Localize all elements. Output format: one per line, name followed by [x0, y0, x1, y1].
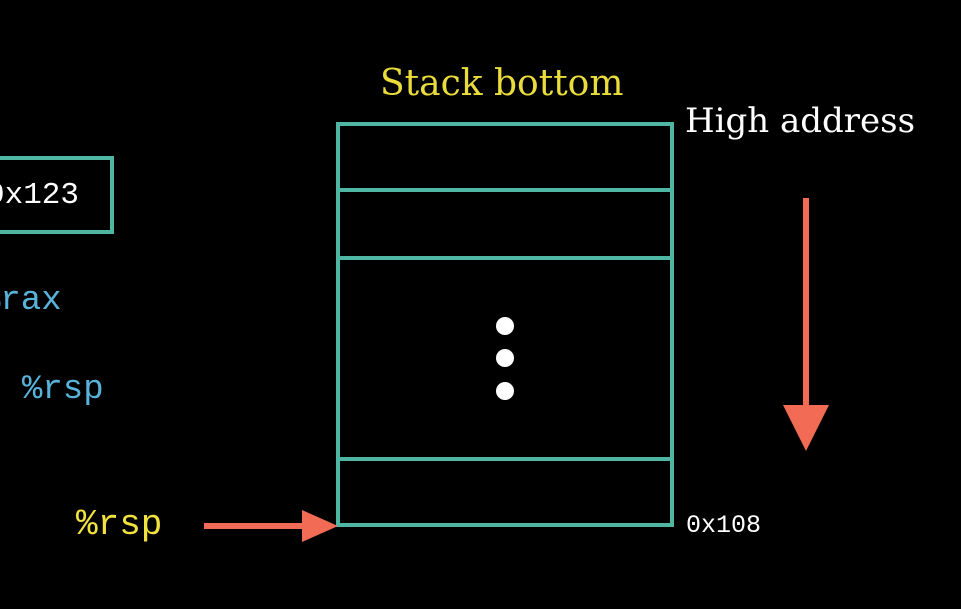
right-arrow-head [302, 510, 338, 542]
ellipsis-dot-3 [496, 382, 514, 400]
rsp-register-label: %rsp [22, 371, 104, 409]
rsp-pointer-label: %rsp [76, 504, 163, 545]
register-value-box [0, 156, 114, 234]
stack-frame [336, 122, 674, 527]
rax-register-label: %rax [0, 282, 62, 320]
ellipsis-icon [496, 317, 514, 400]
stack-bottom-title: Stack bottom [380, 63, 624, 104]
rsp-address-label: 0x108 [686, 511, 762, 540]
ellipsis-dot-1 [496, 317, 514, 335]
down-arrow-icon [783, 198, 829, 451]
stack-outline [336, 122, 674, 527]
register-value-text: 0x123 [0, 178, 80, 213]
high-address-label: High address [685, 101, 916, 141]
down-arrow-head [783, 405, 829, 451]
ellipsis-dot-2 [496, 349, 514, 367]
right-arrow-icon [204, 510, 338, 542]
